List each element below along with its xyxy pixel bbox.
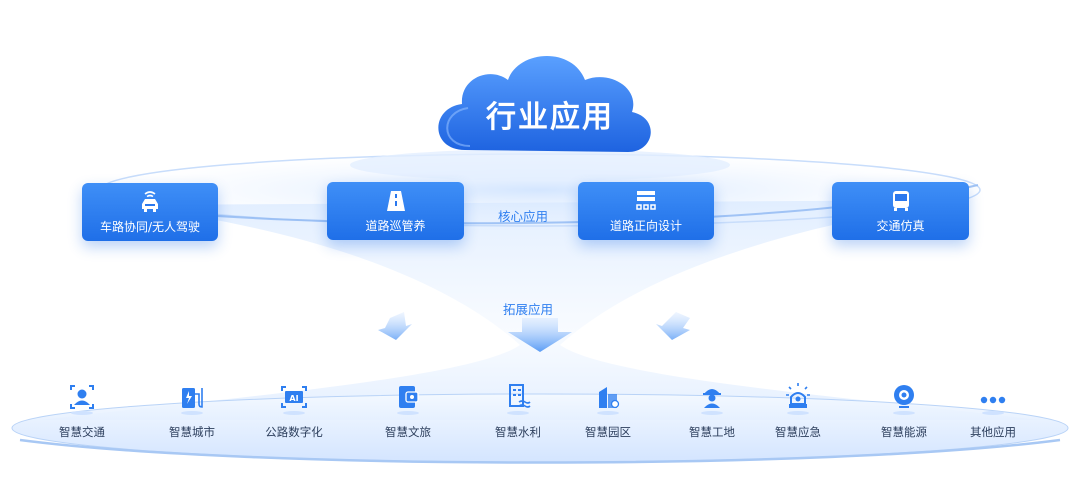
app-item[interactable]: 其他应用 bbox=[948, 382, 1038, 439]
app-label: 智慧水利 bbox=[495, 425, 541, 439]
arrow-down-right bbox=[656, 312, 690, 340]
core-app-label: 交通仿真 bbox=[876, 219, 925, 233]
charging-icon bbox=[181, 388, 203, 415]
app-label: 智慧交通 bbox=[59, 425, 105, 439]
expand-label: 拓展应用 bbox=[503, 302, 554, 317]
energy-icon bbox=[893, 385, 915, 415]
ai-icon: AI bbox=[281, 386, 307, 415]
car-icon bbox=[142, 191, 158, 212]
core-app-design[interactable]: 道路正向设计 bbox=[578, 182, 714, 240]
app-label: 智慧能源 bbox=[881, 425, 927, 439]
water-building-icon bbox=[507, 384, 531, 415]
bus-icon bbox=[892, 191, 909, 211]
park-building-icon bbox=[597, 387, 620, 415]
core-label: 核心应用 bbox=[498, 209, 549, 224]
core-app-road[interactable]: 道路巡管养 bbox=[327, 182, 464, 240]
svg-text:AI: AI bbox=[289, 394, 298, 403]
app-label: 智慧文旅 bbox=[385, 425, 431, 439]
app-item[interactable]: 智慧园区 bbox=[563, 382, 653, 439]
cloud-icon bbox=[438, 55, 651, 152]
ticket-icon bbox=[397, 386, 419, 415]
app-item[interactable]: 智慧文旅 bbox=[363, 382, 453, 439]
app-label: 智慧城市 bbox=[169, 425, 215, 439]
core-app-car[interactable]: 车路协同/无人驾驶 bbox=[82, 183, 218, 241]
arrow-down-center bbox=[508, 318, 572, 352]
road-icon bbox=[386, 191, 405, 211]
app-item[interactable]: 智慧水利 bbox=[473, 382, 563, 439]
app-label: 其他应用 bbox=[970, 425, 1016, 439]
core-app-label: 车路协同/无人驾驶 bbox=[99, 220, 201, 234]
app-item[interactable]: 智慧应急 bbox=[753, 382, 843, 439]
app-item[interactable]: 智慧能源 bbox=[859, 382, 949, 439]
alarm-icon bbox=[786, 383, 810, 415]
app-item[interactable]: 智慧交通 bbox=[37, 382, 127, 439]
app-label: 公路数字化 bbox=[265, 425, 323, 439]
core-app-label: 道路巡管养 bbox=[365, 219, 426, 233]
arrow-down-left bbox=[378, 312, 412, 340]
app-label: 智慧应急 bbox=[775, 425, 821, 439]
core-app-label: 道路正向设计 bbox=[609, 219, 682, 233]
app-item[interactable]: AI 公路数字化 bbox=[249, 382, 339, 439]
app-item[interactable]: 智慧城市 bbox=[147, 382, 237, 439]
app-label: 智慧园区 bbox=[585, 425, 631, 439]
design-icon bbox=[636, 191, 656, 210]
app-item[interactable]: 智慧工地 bbox=[667, 382, 757, 439]
worker-icon bbox=[701, 389, 723, 415]
core-app-simulation[interactable]: 交通仿真 bbox=[832, 182, 969, 240]
person-scan-icon bbox=[70, 385, 94, 415]
app-label: 智慧工地 bbox=[689, 425, 735, 439]
more-icon bbox=[980, 396, 1006, 415]
cloud-title: 行业应用 bbox=[486, 100, 614, 135]
